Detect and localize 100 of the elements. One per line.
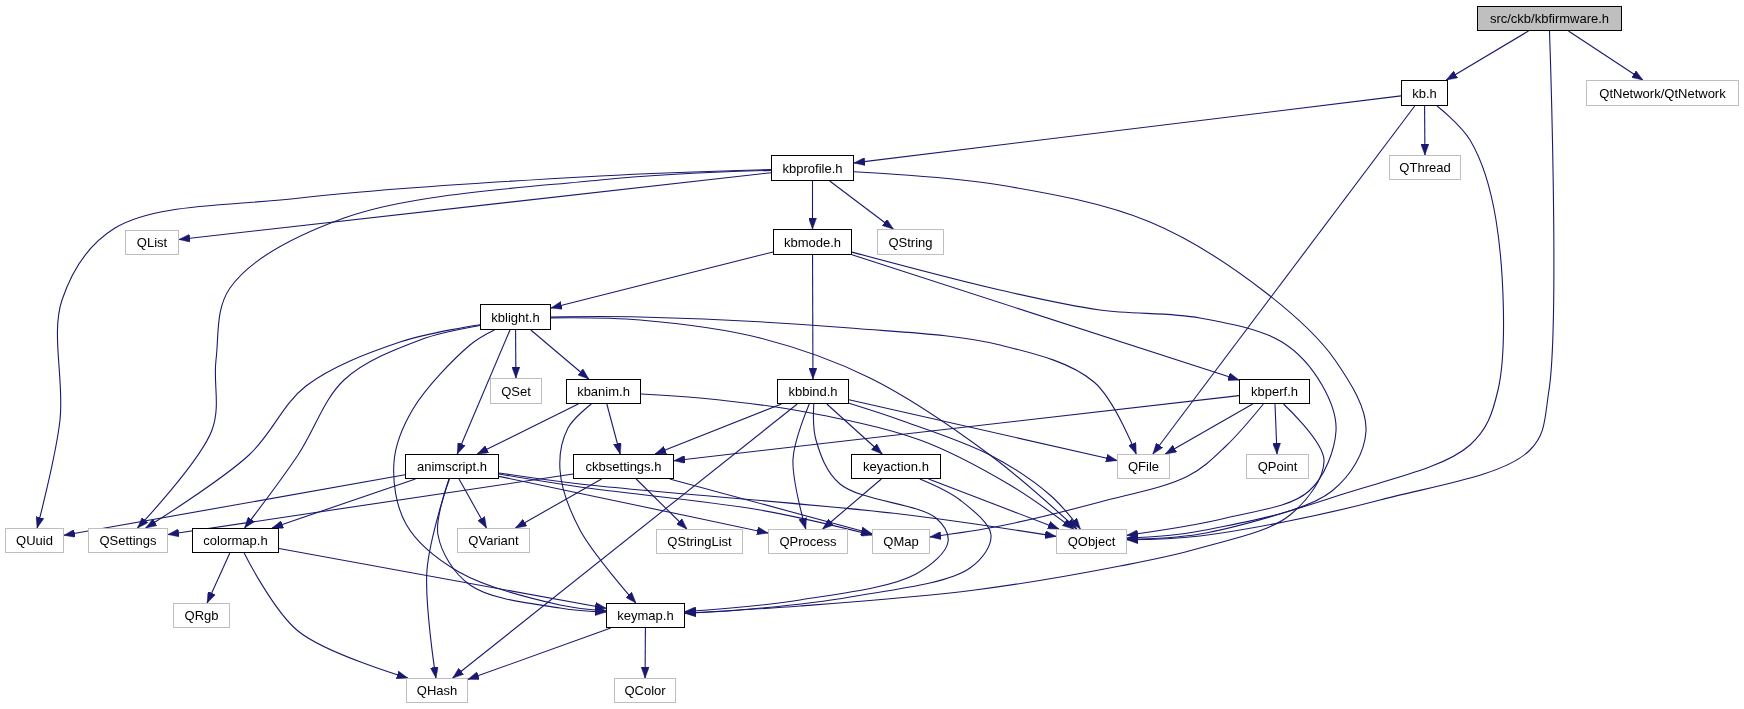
file-name: animscript.h: [416, 459, 488, 474]
external-header-node: [125, 230, 179, 255]
file-name: QProcess: [779, 534, 837, 549]
file-name: QString: [888, 234, 933, 250]
file-name: kbbind.h: [788, 384, 838, 399]
file-name: kbanim.h: [577, 384, 630, 399]
header-node: [480, 304, 551, 330]
include-arrow: [669, 478, 873, 535]
file-name: kb.h: [1412, 85, 1437, 101]
include-arrow: [271, 478, 416, 529]
include-arrow: [851, 254, 1240, 381]
include-arrow: [929, 403, 1264, 540]
include-arrow: [1164, 403, 1254, 455]
external-header-node: [614, 678, 676, 703]
external-header-node: [877, 229, 944, 255]
header-node: [777, 379, 849, 404]
file-name: QHash: [416, 683, 458, 698]
include-arrow: [606, 403, 622, 455]
external-header-node: [5, 528, 64, 553]
header-node: [851, 454, 941, 479]
external-header-node: [872, 529, 930, 554]
external-header-node: [490, 378, 542, 404]
header-node: [192, 528, 279, 553]
external-header-node: [768, 529, 848, 554]
include-arrow: [1272, 403, 1281, 455]
include-arrow: [1126, 105, 1505, 544]
current-file-node: [1477, 6, 1622, 31]
file-name: QtNetwork/QtNetwork: [1599, 85, 1726, 101]
file-name: colormap.h: [203, 533, 268, 548]
include-arrow: [476, 403, 579, 455]
include-arrow: [452, 403, 798, 679]
file-name: QRgb: [184, 608, 219, 623]
file-name: ckbsettings.h: [585, 459, 662, 474]
include-arrow: [848, 399, 1118, 463]
external-header-node: [1056, 529, 1127, 554]
include-arrow: [1152, 105, 1416, 455]
file-name: QMap: [883, 534, 919, 549]
include-arrow: [243, 552, 409, 679]
include-arrow: [851, 251, 1337, 538]
include-arrow: [684, 478, 992, 617]
include-arrow: [498, 473, 873, 537]
include-arrow: [167, 473, 574, 538]
external-header-node: [457, 528, 530, 553]
file-name: QStringList: [667, 534, 732, 549]
include-arrow: [853, 95, 1402, 166]
external-header-node: [1389, 155, 1461, 180]
file-name: QUuid: [16, 533, 53, 548]
external-header-node: [88, 528, 168, 553]
header-node: [606, 603, 685, 628]
include-arrow: [550, 316, 1137, 455]
file-name: QObject: [1067, 534, 1116, 549]
header-node: [773, 229, 852, 255]
file-name: QFile: [1127, 459, 1160, 474]
external-header-node: [656, 529, 743, 554]
include-arrow: [514, 478, 603, 529]
include-arrow: [206, 552, 231, 604]
external-header-node: [1586, 80, 1739, 106]
header-node: [1239, 379, 1310, 404]
include-arrow: [437, 478, 607, 616]
file-name: kbmode.h: [783, 234, 842, 250]
file-name: QThread: [1399, 160, 1451, 175]
external-header-node: [173, 603, 230, 628]
file-name: QList: [136, 235, 168, 250]
file-name: QSet: [501, 383, 531, 399]
external-header-node: [1246, 454, 1309, 479]
file-name: QColor: [624, 683, 666, 698]
include-arrow: [145, 324, 481, 529]
include-arrow: [640, 627, 650, 679]
include-arrow: [511, 329, 521, 379]
include-arrow: [808, 254, 818, 380]
include-arrow: [829, 180, 894, 230]
include-arrow: [278, 547, 607, 611]
header-node: [1401, 80, 1448, 106]
external-header-node: [406, 678, 468, 703]
header-node: [573, 454, 674, 479]
header-node: [566, 379, 641, 404]
include-arrow: [808, 180, 817, 230]
include-arrow: [1420, 105, 1430, 156]
include-arrow: [458, 478, 488, 529]
include-arrow: [792, 403, 810, 530]
file-name: kblight.h: [491, 309, 540, 325]
include-arrow: [178, 172, 772, 243]
include-arrow: [928, 478, 1060, 530]
header-node: [405, 454, 499, 479]
include-arrow: [826, 403, 883, 455]
header-node: [771, 155, 854, 181]
include-arrow: [498, 475, 769, 535]
include-arrow: [635, 478, 688, 530]
file-name: src/ckb/kbfirmware.h: [1489, 11, 1610, 26]
include-arrow: [1567, 30, 1644, 81]
include-arrow: [848, 402, 1081, 530]
include-arrow: [456, 329, 511, 455]
include-arrow: [654, 403, 782, 455]
file-name: kbperf.h: [1251, 384, 1298, 399]
include-arrow: [1445, 30, 1530, 81]
include-arrow: [1126, 30, 1555, 544]
file-name: QVariant: [468, 533, 519, 548]
include-arrow: [467, 627, 612, 680]
file-name: QPoint: [1257, 459, 1298, 474]
include-arrow: [640, 393, 1074, 530]
